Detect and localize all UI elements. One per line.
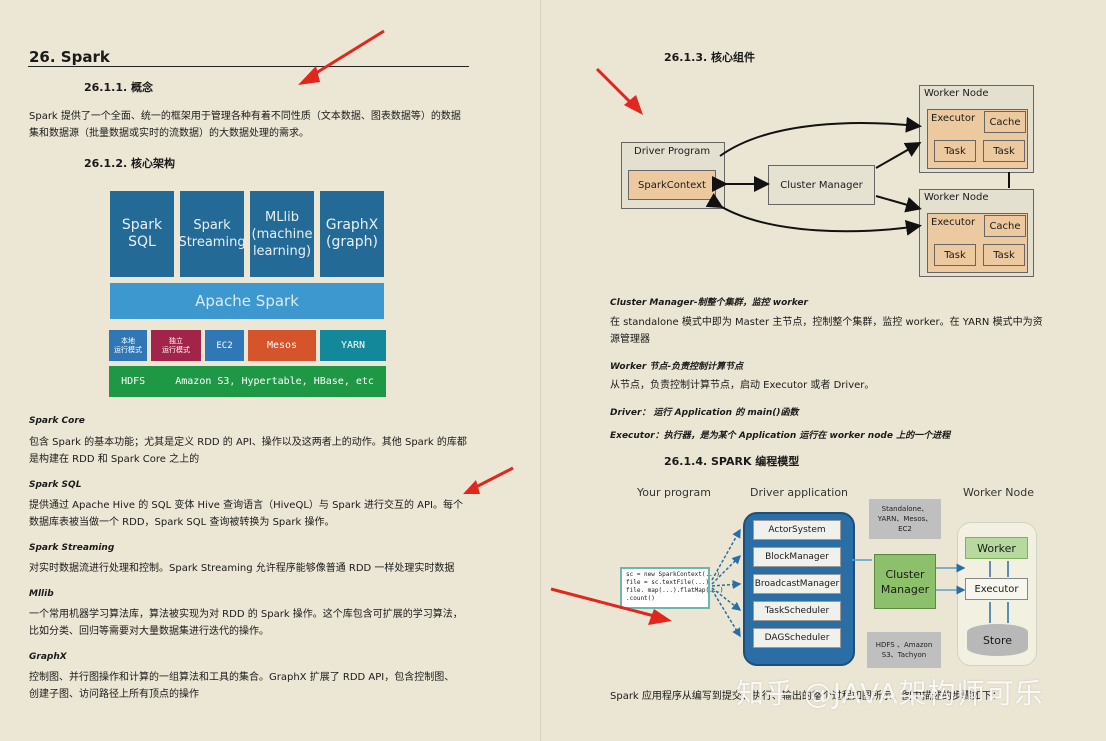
subsection-programming-model: 26.1.4. SPARK 编程模型 (664, 455, 800, 468)
worker-internal-arrows (989, 561, 1009, 623)
cluster-manager-term: Cluster Manager-制整个集群，监控 worker (610, 298, 808, 308)
concept-text-line2: 集和数据源（批量数据或实时的流数据）的大数据处理的需求。 (29, 128, 309, 139)
spark-core-term: Spark Core (29, 416, 85, 426)
spark-sql-text-line1: 提供通过 Apache Hive 的 SQL 变体 Hive 查询语言（Hive… (29, 500, 463, 511)
spark-sql-text-line2: 数据库表被当做一个 RDD，Spark SQL 查询被转换为 Spark 操作。 (29, 517, 335, 528)
bottom-text: Spark 应用程序从编写到提交、执行、输出的整个过程如图所示，图中描述的步骤如… (610, 691, 1002, 702)
driver-component-blockmanager: BlockManager (753, 547, 841, 567)
red-annotation-arrow-icon (595, 67, 643, 115)
executor-box: Executor Cache Task Task (927, 109, 1028, 169)
spark-core-text-line1: 包含 Spark 的基本功能；尤其是定义 RDD 的 API、操作以及这两者上的… (29, 437, 467, 448)
worker-node-term: Worker 节点-负责控制计算节点 (610, 362, 744, 372)
graphx-text-line2: 创建子图、访问路径上所有顶点的操作 (29, 689, 199, 700)
worker-box: Worker (965, 537, 1028, 559)
red-annotation-arrow-icon (550, 587, 672, 625)
task-box: Task (934, 140, 976, 162)
worker-node-box-1: Worker Node Executor Cache Task Task (919, 85, 1034, 173)
local-mode-block: 本地 运行模式 (109, 330, 147, 361)
store-cylinder: Store (967, 624, 1028, 656)
mllib-text-line1: 一个常用机器学习算法库，算法被实现为对 RDD 的 Spark 操作。这个库包含… (29, 609, 463, 620)
storage-note: HDFS 、Amazon S3、Tachyon (867, 632, 941, 668)
code-snippet: sc = new SparkContext(...) file = sc.tex… (620, 567, 724, 609)
driver-term: Driver： 运行 Application 的 main()函数 (610, 408, 799, 418)
executor-label: Executor (931, 217, 976, 228)
spark-sql-block: Spark SQL (110, 191, 174, 277)
standalone-note: Standalone、 YARN、Mesos、 EC2 (869, 499, 941, 539)
watermark: 知乎 @JAVA架构师可乐 (736, 677, 1044, 710)
spark-core-text-line2: 是构建在 RDD 和 Spark Core 之上的 (29, 454, 200, 465)
mllib-text-line2: 比如分类、回归等需要对大量数据集进行迭代的操作。 (29, 626, 269, 637)
concept-text-line1: Spark 提供了一个全面、统一的框架用于管理各种有着不同性质（文本数据、图表数… (29, 111, 461, 122)
task-box: Task (983, 140, 1025, 162)
storage-block: HDFS Amazon S3, Hypertable, HBase, etc (109, 366, 386, 397)
driver-component-taskscheduler: TaskScheduler (753, 601, 841, 621)
worker-link-arrow (1008, 172, 1010, 188)
left-page: 26. Spark 26.1.1. 概念 Spark 提供了一个全面、统一的框架… (0, 0, 540, 741)
graphx-text-line1: 控制图、并行图操作和计算的一组算法和工具的集合。GraphX 扩展了 RDD A… (29, 672, 455, 683)
red-annotation-arrow-icon (298, 29, 385, 85)
red-annotation-arrow-icon (463, 466, 514, 494)
subsection-components: 26.1.3. 核心组件 (664, 51, 755, 64)
task-box: Task (934, 244, 976, 266)
worker-node-text: 从节点，负责控制计算节点，启动 Executor 或者 Driver。 (610, 380, 875, 391)
spark-streaming-block: Spark Streaming (178, 191, 246, 277)
cache-box: Cache (984, 111, 1026, 133)
title-rule (28, 66, 469, 67)
yarn-block: YARN (320, 330, 386, 361)
subsection-concept: 26.1.1. 概念 (84, 81, 153, 94)
driver-program-label: Driver Program (634, 146, 711, 157)
driver-component-dagscheduler: DAGScheduler (753, 628, 841, 648)
page-divider (540, 0, 541, 741)
graphx-block: GraphX (graph) (320, 191, 384, 277)
spark-sql-term: Spark SQL (29, 480, 82, 490)
cluster-connector-arrows (705, 116, 922, 236)
spark-context-box: SparkContext (628, 170, 716, 200)
mllib-term: Mllib (29, 589, 54, 599)
section-title: 26. Spark (29, 48, 110, 66)
worker-node-box-2: Worker Node Executor Cache Task Task (919, 189, 1034, 277)
graphx-term: GraphX (29, 652, 67, 662)
worker-node-label: Worker Node (924, 88, 989, 99)
worker-node-label: Worker Node (924, 192, 989, 203)
mllib-block: MLlib (machine learning) (250, 191, 314, 277)
spark-streaming-text: 对实时数据流进行处理和控制。Spark Streaming 允许程序能够像普通 … (29, 563, 455, 574)
driver-component-broadcastmanager: BroadcastManager (753, 574, 841, 594)
cluster-manager-text-line2: 源管理器 (610, 334, 650, 345)
model-cluster-manager-box: Cluster Manager (874, 554, 936, 609)
executor-term: Executor：执行器，是为某个 Application 运行在 worker… (610, 431, 951, 441)
cache-box: Cache (984, 215, 1026, 237)
cluster-manager-text-line1: 在 standalone 模式中即为 Master 主节点，控制整个集群，监控 … (610, 317, 1043, 328)
executor-box: Executor Cache Task Task (927, 213, 1028, 273)
standalone-mode-block: 独立 运行模式 (151, 330, 201, 361)
model-worker-node-label: Worker Node (963, 486, 1034, 499)
your-program-label: Your program (637, 486, 711, 499)
model-executor-box: Executor (965, 578, 1028, 600)
mesos-block: Mesos (248, 330, 316, 361)
apache-spark-block: Apache Spark (110, 283, 384, 319)
model-connector-arrows (711, 528, 966, 638)
driver-component-actorsystem: ActorSystem (753, 520, 841, 540)
task-box: Task (983, 244, 1025, 266)
executor-label: Executor (931, 113, 976, 124)
driver-application-label: Driver application (750, 486, 849, 499)
spark-streaming-term: Spark Streaming (29, 543, 115, 553)
subsection-architecture: 26.1.2. 核心架构 (84, 157, 175, 170)
ec2-block: EC2 (205, 330, 244, 361)
